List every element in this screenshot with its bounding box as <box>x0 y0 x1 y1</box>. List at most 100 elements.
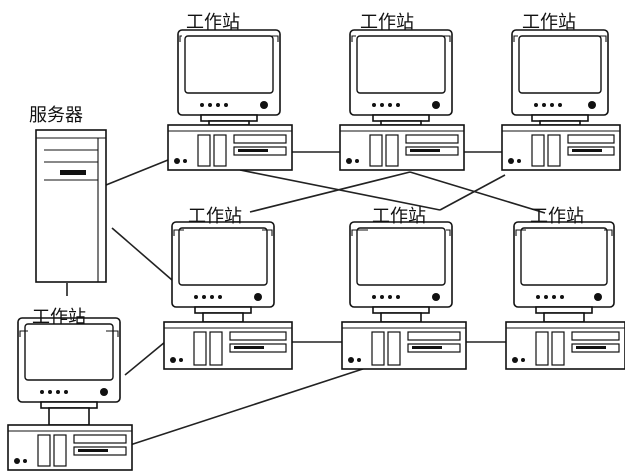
monitor-button-icon <box>48 390 52 394</box>
monitor-power-icon <box>100 388 108 396</box>
desktop-drive-mark <box>234 346 264 349</box>
workstation-label: 工作站 <box>186 12 240 33</box>
desktop-led-icon <box>517 159 521 163</box>
monitor-button-icon <box>218 295 222 299</box>
monitor-button-icon <box>550 103 554 107</box>
monitor-button-icon <box>202 295 206 299</box>
desktop-led-icon <box>170 357 176 363</box>
monitor-screen <box>519 36 601 93</box>
monitor-button-icon <box>388 103 392 107</box>
monitor-power-icon <box>432 101 440 109</box>
monitor-screen <box>357 36 445 93</box>
desktop-drive-mark <box>78 449 108 452</box>
desktop-drive-mark <box>572 149 602 152</box>
workstation-ws-bottom-left: 工作站 <box>8 307 132 470</box>
monitor-stand <box>373 307 429 313</box>
link-ws-top-2-ws-mid-3 <box>410 172 545 213</box>
workstation-ws-mid-3: 工作站 <box>506 206 625 369</box>
monitor-button-icon <box>552 295 556 299</box>
desktop-led-icon <box>183 159 187 163</box>
link-server-ws-top-1 <box>106 160 168 185</box>
monitor-neck <box>203 313 243 322</box>
monitor-button-icon <box>372 103 376 107</box>
monitor-button-icon <box>396 103 400 107</box>
desktop-led-icon <box>14 458 20 464</box>
desktop-led-icon <box>174 158 180 164</box>
monitor-button-icon <box>40 390 44 394</box>
monitor-button-icon <box>388 295 392 299</box>
monitor-button-icon <box>224 103 228 107</box>
workstation-ws-top-2: 工作站 <box>340 12 464 170</box>
monitor-stand <box>536 307 592 313</box>
monitor-button-icon <box>210 295 214 299</box>
monitor-button-icon <box>558 103 562 107</box>
desktop-led-icon <box>346 158 352 164</box>
desktop-led-icon <box>348 357 354 363</box>
monitor-power-icon <box>260 101 268 109</box>
monitor-screen <box>357 228 445 285</box>
workstation-ws-mid-2: 工作站 <box>342 206 466 369</box>
monitor-button-icon <box>560 295 564 299</box>
monitor-button-icon <box>380 295 384 299</box>
monitor-stand <box>41 402 97 408</box>
workstation-ws-mid-1: 工作站 <box>164 206 292 369</box>
monitor-button-icon <box>380 103 384 107</box>
monitor-neck <box>381 313 421 322</box>
monitor-power-icon <box>254 293 262 301</box>
monitor-button-icon <box>64 390 68 394</box>
workstation-label: 工作站 <box>32 307 86 328</box>
monitor-screen <box>521 228 607 285</box>
monitor-button-icon <box>216 103 220 107</box>
monitor-button-icon <box>396 295 400 299</box>
monitor-neck <box>544 313 584 322</box>
monitor-screen <box>185 36 273 93</box>
monitor-button-icon <box>534 103 538 107</box>
desktop-drive-mark <box>238 149 268 152</box>
monitor-button-icon <box>542 103 546 107</box>
monitor-button-icon <box>372 295 376 299</box>
monitor-power-icon <box>588 101 596 109</box>
desktop-led-icon <box>355 159 359 163</box>
desktop-drive-mark <box>576 346 606 349</box>
workstation-label: 工作站 <box>522 12 576 33</box>
desktop-case <box>164 322 292 369</box>
server-case <box>36 130 106 282</box>
network-links <box>67 152 545 445</box>
desktop-led-icon <box>508 158 514 164</box>
monitor-stand <box>195 307 251 313</box>
workstation-label: 工作站 <box>360 12 414 33</box>
monitor-power-icon <box>432 293 440 301</box>
monitor-button-icon <box>56 390 60 394</box>
desktop-led-icon <box>357 358 361 362</box>
monitor-stand <box>373 115 429 121</box>
link-ws-bottom-left-ws-mid-2 <box>130 365 375 445</box>
desktop-case <box>506 322 625 369</box>
server-label: 服务器 <box>29 105 83 126</box>
desktop-led-icon <box>179 358 183 362</box>
workstation-label: 工作站 <box>530 206 584 227</box>
workstation-label: 工作站 <box>372 206 426 227</box>
desktop-case <box>342 322 466 369</box>
desktop-drive-mark <box>412 346 442 349</box>
desktop-led-icon <box>23 459 27 463</box>
workstation-label: 工作站 <box>188 206 242 227</box>
link-server-ws-mid-1 <box>112 228 172 280</box>
monitor-button-icon <box>200 103 204 107</box>
link-ws-mid-2-ws-top-3 <box>440 175 505 210</box>
workstation-ws-top-1: 工作站 <box>168 12 292 170</box>
monitor-neck <box>49 408 89 425</box>
link-ws-bottom-left-ws-mid-1 <box>125 342 165 375</box>
monitor-button-icon <box>536 295 540 299</box>
monitor-stand <box>532 115 588 121</box>
monitor-power-icon <box>594 293 602 301</box>
desktop-led-icon <box>512 357 518 363</box>
server-tower: 服务器 <box>29 105 106 282</box>
server-drive-slot <box>60 170 86 175</box>
monitor-button-icon <box>194 295 198 299</box>
monitor-button-icon <box>544 295 548 299</box>
desktop-drive-mark <box>410 149 440 152</box>
workstation-ws-top-3: 工作站 <box>502 12 620 170</box>
desktop-led-icon <box>521 358 525 362</box>
